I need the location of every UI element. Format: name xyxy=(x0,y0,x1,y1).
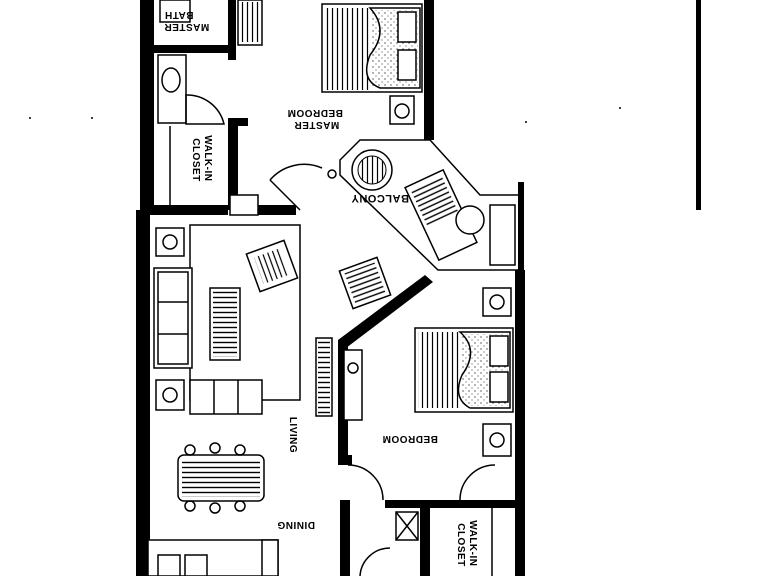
master-bath-label-1: MASTER xyxy=(164,21,210,32)
dining-label: DINING xyxy=(277,519,315,530)
closet-bottom-label-1: WALK-IN xyxy=(467,520,478,566)
bedroom: BEDROOM xyxy=(343,287,514,501)
scan-marks xyxy=(29,107,621,123)
living-label: LIVING xyxy=(287,417,298,453)
master-bedroom: MASTER BEDROOM xyxy=(269,3,423,211)
svg-text:WALK-IN CLOSET: WALK-IN CLOSET xyxy=(190,135,213,185)
walk-in-closet-bottom: WALK-IN CLOSET xyxy=(395,508,493,576)
svg-text:WALK-IN CLOSET: WALK-IN CLOSET xyxy=(455,520,478,570)
dining: DINING xyxy=(177,442,315,530)
master-bedroom-label-1: MASTER xyxy=(294,119,340,130)
walk-in-closet-top: WALK-IN CLOSET xyxy=(169,94,225,205)
living-room: LIVING xyxy=(153,194,392,453)
svg-text:MASTER BEDROOM: MASTER BEDROOM xyxy=(287,107,343,130)
master-bedroom-label-2: BEDROOM xyxy=(287,107,343,118)
kitchen xyxy=(147,539,391,576)
svg-text:MASTER BATH: MASTER BATH xyxy=(161,9,210,32)
bedroom-label: BEDROOM xyxy=(382,433,438,444)
master-bath-label-2: BATH xyxy=(164,9,193,20)
master-bath: MASTER BATH xyxy=(157,0,263,124)
closet-bottom-label-2: CLOSET xyxy=(455,523,466,567)
balcony: BALCONY xyxy=(327,139,521,271)
closet-top-label-1: WALK-IN xyxy=(202,135,213,181)
closet-top-label-2: CLOSET xyxy=(190,138,201,182)
walls xyxy=(136,0,701,576)
balcony-label: BALCONY xyxy=(351,192,409,204)
